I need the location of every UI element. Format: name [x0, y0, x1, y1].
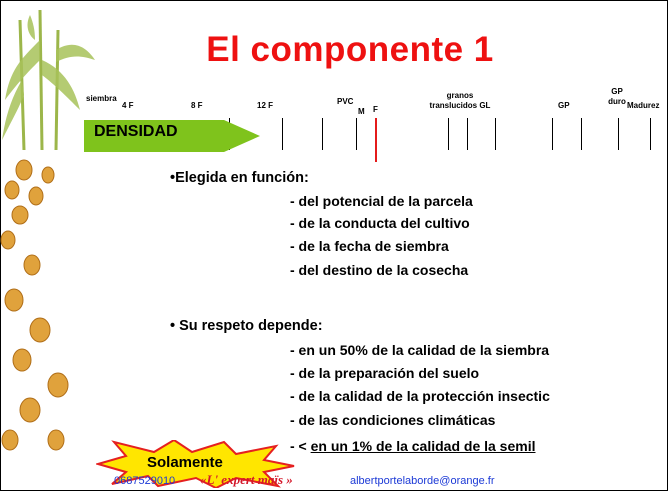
stage-tick — [322, 118, 323, 150]
section2-heading: • Su respeto depende: — [170, 318, 323, 334]
stage-label-pvc: PVC — [337, 97, 354, 106]
corn-decoration-image — [0, 9, 95, 451]
section2-last-item: - < en un 1% de la calidad de la semil — [290, 438, 536, 454]
section2-last-prefix: - < — [290, 438, 307, 454]
slide-title: El componente 1 — [206, 30, 494, 69]
stage-label-gp: GP — [558, 101, 570, 110]
stage-label-f: F — [373, 105, 378, 114]
density-arrow-shape — [84, 120, 260, 152]
section1-item: - del destino de la cosecha — [290, 262, 469, 278]
stage-label-gp-duro: GP duro — [608, 87, 626, 106]
density-label: DENSIDAD — [94, 123, 178, 140]
stage-label-madurez: Madurez — [627, 101, 660, 110]
section2-item: - de la calidad de la protección insecti… — [290, 388, 550, 404]
stage-label-m: M — [358, 107, 365, 116]
footer-phone: 0687529010 — [114, 475, 176, 487]
section1-heading: •Elegida en función: — [170, 170, 309, 186]
badge-label: Solamente — [147, 454, 223, 471]
flowering-marker — [375, 118, 377, 162]
section1-item: - de la conducta del cultivo — [290, 215, 470, 231]
section2-item: - de la preparación del suelo — [290, 365, 480, 381]
stage-tick — [650, 118, 651, 150]
stage-label-granos-gl: granos translucidos GL — [429, 91, 491, 110]
section2-item: - de las condiciones climáticas — [290, 412, 496, 428]
section2-last-underlined: en un 1% de la calidad de la semil — [310, 438, 536, 454]
stage-tick — [581, 118, 582, 150]
stage-label-8f: 8 F — [191, 101, 203, 110]
stage-tick — [282, 118, 283, 150]
stage-tick — [356, 118, 357, 150]
stage-label-siembra: siembra — [86, 94, 117, 103]
section2-item: - en un 50% de la calidad de la siembra — [290, 342, 550, 358]
stage-tick — [618, 118, 619, 150]
stage-label-12f: 12 F — [257, 101, 274, 110]
stage-tick — [552, 118, 553, 150]
section1-item: - de la fecha de siembra — [290, 238, 449, 254]
stage-label-4f: 4 F — [122, 101, 134, 110]
stage-tick — [495, 118, 496, 150]
stage-tick — [448, 118, 449, 150]
stage-tick — [467, 118, 468, 150]
section1-item: - del potencial de la parcela — [290, 193, 473, 209]
starburst-badge-shape — [96, 440, 295, 488]
footer-email-link[interactable]: albertportelaborde@orange.fr — [350, 475, 495, 487]
footer-brand: «L' expert maïs » — [200, 472, 293, 487]
